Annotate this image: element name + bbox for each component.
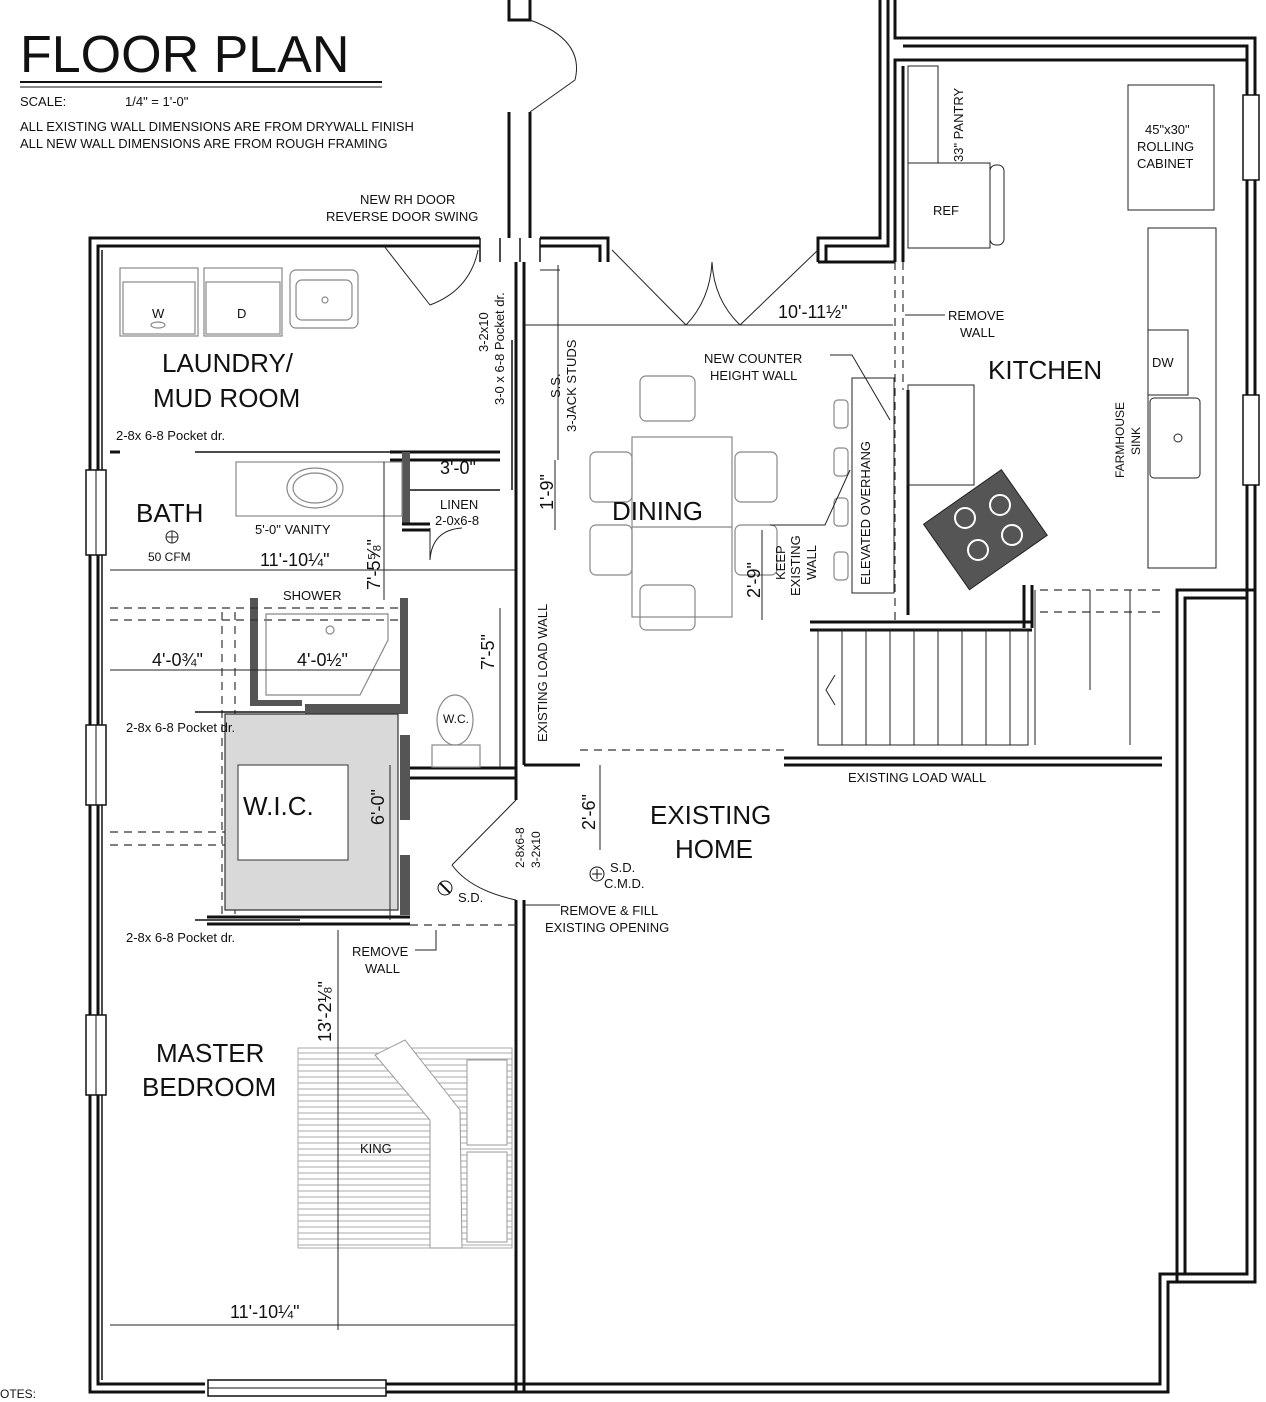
note-existing-load-wall-vertical: EXISTING LOAD WALL: [535, 604, 550, 742]
note-pocket-wic-bottom: 2-8x 6-8 Pocket dr.: [126, 930, 235, 945]
note-pocket-wic-top: 2-8x 6-8 Pocket dr.: [126, 720, 235, 735]
wc-label: W.C.: [443, 712, 469, 726]
cabinet-label-3: CABINET: [1137, 156, 1193, 171]
fan-label: 50 CFM: [148, 550, 191, 564]
scale-label: SCALE:: [20, 94, 66, 109]
cabinet-label-1: 45"x30": [1145, 122, 1190, 137]
note-existing-load-wall-horizontal: EXISTING LOAD WALL: [848, 770, 986, 785]
room-label-bath: BATH: [136, 498, 203, 528]
note-keep-wall-1: KEEP: [773, 545, 788, 580]
note-remove-wall-kitchen-2: WALL: [960, 325, 995, 340]
room-label-wic: W.I.C.: [243, 791, 314, 821]
note-remove-fill-2: EXISTING OPENING: [545, 920, 669, 935]
room-label-dining: DINING: [612, 496, 703, 526]
bed: [297, 1039, 513, 1249]
note-keep-wall-2: EXISTING: [788, 535, 803, 596]
windows: [85, 94, 1260, 1397]
wic-shelves: [224, 713, 399, 911]
linen-label-2: 2-0x6-8: [435, 513, 479, 528]
note-pocket-laundry: 2-8x 6-8 Pocket dr.: [116, 428, 225, 443]
room-label-master-1: MASTER: [156, 1038, 264, 1068]
dim-bedroom-width: 11'-10¼": [230, 1302, 300, 1322]
dimension-lines: [110, 265, 945, 1330]
vanity-label: 5'-0" VANITY: [255, 522, 331, 537]
room-label-laundry-1: LAUNDRY/: [162, 348, 294, 378]
stairs: [817, 590, 1131, 746]
smoke-co-label-1: S.D.: [610, 860, 635, 875]
dim-bedroom-height: 13'-2⅛": [315, 981, 335, 1042]
note-new-door-1: NEW RH DOOR: [360, 192, 455, 207]
smoke-detector-icons: [437, 866, 605, 896]
note-remove-wall-bed-2: WALL: [365, 961, 400, 976]
note-pocket-vert-1: 3-2x10: [476, 312, 491, 352]
note-new-counter-1: NEW COUNTER: [704, 351, 802, 366]
shower-label: SHOWER: [283, 588, 342, 603]
ref-label: REF: [933, 203, 959, 218]
dim-linen-width: 3'-0": [440, 458, 476, 478]
pantry-label: 33" PANTRY: [951, 87, 966, 162]
note-door-size-2: 3-2x10: [529, 831, 543, 868]
dim-shower-width: 4'-0½": [297, 650, 348, 670]
room-label-kitchen: KITCHEN: [988, 355, 1102, 385]
note-elevated-overhang: ELEVATED OVERHANG: [858, 441, 873, 585]
interior-walls: [110, 262, 1162, 1392]
dim-wic-depth: 6'-0": [368, 789, 388, 825]
cabinet-label-2: ROLLING: [1137, 139, 1194, 154]
dim-bath-width: 11'-10¼": [260, 550, 330, 570]
dim-1-9: 1'-9": [537, 474, 557, 510]
room-label-laundry-2: MUD ROOM: [153, 383, 300, 413]
note-keep-wall-3: WALL: [804, 545, 819, 580]
linen-label-1: LINEN: [440, 497, 478, 512]
plan-title: FLOOR PLAN: [20, 26, 349, 84]
scale-value: 1/4" = 1'-0": [125, 94, 189, 109]
smoke-detector-label: S.D.: [458, 890, 483, 905]
bath-fixtures: [165, 461, 481, 768]
bed-label: KING: [360, 1141, 392, 1156]
dishwasher-label: DW: [1152, 355, 1174, 370]
note-line-1: ALL EXISTING WALL DIMENSIONS ARE FROM DR…: [20, 119, 414, 134]
washer-label: W: [152, 306, 165, 321]
note-new-door-2: REVERSE DOOR SWING: [326, 209, 478, 224]
note-remove-wall-bed-1: REMOVE: [352, 944, 409, 959]
dim-shower-left: 4'-0¾": [152, 650, 203, 670]
room-label-existing-1: EXISTING: [650, 800, 771, 830]
room-label-existing-2: HOME: [675, 834, 753, 864]
note-new-counter-2: HEIGHT WALL: [710, 368, 797, 383]
room-label-master-2: BEDROOM: [142, 1072, 276, 1102]
smoke-co-label-2: C.M.D.: [604, 876, 644, 891]
note-door-size-1: 2-8x6-8: [513, 827, 527, 868]
note-ss-2: 3-JACK STUDS: [564, 339, 579, 432]
note-ss-1: S.S.: [548, 373, 563, 398]
sink-label-2: SINK: [1129, 427, 1143, 455]
sink-label-1: FARMHOUSE: [1113, 402, 1127, 478]
dim-kitchen-width: 10'-11½": [778, 302, 848, 322]
dryer-label: D: [237, 306, 246, 321]
doors: [195, 19, 819, 921]
notes-label: OTES:: [0, 1387, 36, 1401]
note-pocket-vert-2: 3-0 x 6-8 Pocket dr.: [492, 292, 507, 405]
dim-wc-height: 7'-5": [478, 634, 498, 670]
exterior-walls: [88, 0, 1257, 1394]
laundry-fixtures: [119, 267, 359, 337]
kitchen-fixtures: [833, 65, 1217, 594]
note-remove-fill-1: REMOVE & FILL: [560, 903, 658, 918]
dim-bath-height: 7'-5⅝": [364, 539, 384, 590]
dim-2-6: 2'-6": [579, 794, 599, 830]
note-remove-wall-kitchen-1: REMOVE: [948, 308, 1005, 323]
note-line-2: ALL NEW WALL DIMENSIONS ARE FROM ROUGH F…: [20, 136, 388, 151]
dim-keep-wall: 2'-9": [744, 562, 764, 598]
dining-table: [589, 375, 778, 631]
